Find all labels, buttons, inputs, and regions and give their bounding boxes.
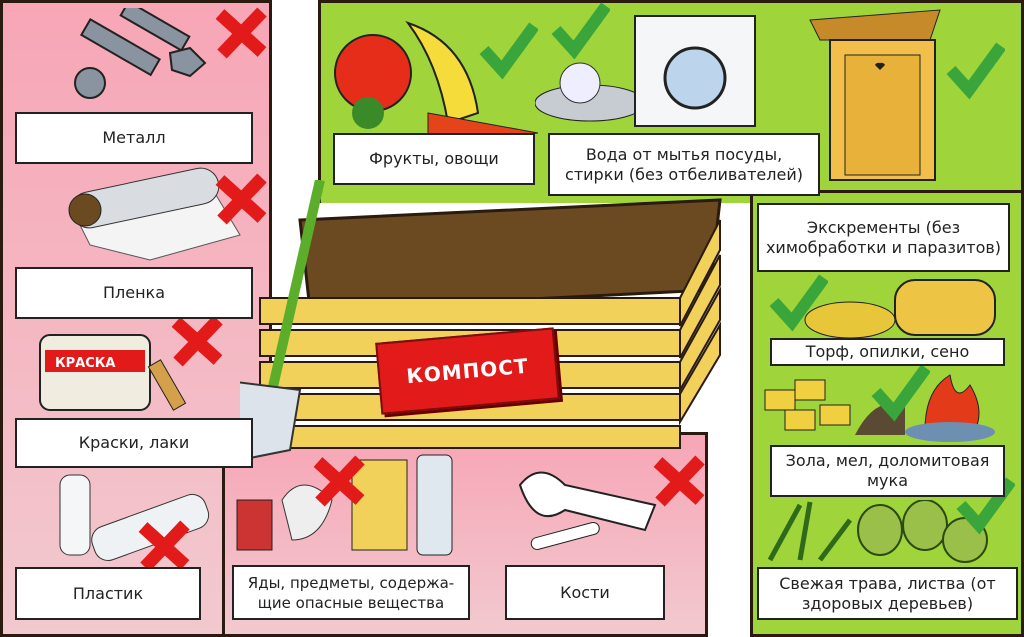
cross-icon xyxy=(215,7,267,59)
check-icon xyxy=(479,22,538,80)
chemicals-icon xyxy=(236,454,453,556)
ash-fire-icon xyxy=(764,374,995,442)
cross-icon xyxy=(171,315,223,367)
outhouse-icon xyxy=(809,9,941,181)
fruits-vegetables-icon xyxy=(334,21,538,138)
check-icon xyxy=(551,2,610,60)
label-water: Вода от мытья посуды, стирки (без отбели… xyxy=(548,133,820,196)
label-plastic: Пластик xyxy=(15,567,201,620)
label-metal: Металл xyxy=(15,112,253,164)
washing-machine-icon xyxy=(535,15,756,127)
label-bones: Кости xyxy=(505,565,665,620)
paint-bucket-icon: КРАСКА xyxy=(39,334,187,411)
label-grass: Свежая трава, листва (от здоровых деревь… xyxy=(757,567,1018,620)
check-icon xyxy=(769,274,828,332)
svg-text:КРАСКА: КРАСКА xyxy=(55,356,115,371)
check-icon xyxy=(871,364,930,422)
label-fruits: Фрукты, овощи xyxy=(333,133,535,185)
label-film: Пленка xyxy=(15,267,253,319)
label-excrement: Экскременты (без химобработки и паразито… xyxy=(757,203,1010,272)
cross-icon xyxy=(138,520,190,572)
check-icon xyxy=(946,42,1005,100)
film-roll-icon xyxy=(68,167,241,261)
fish-bone-icon xyxy=(518,471,657,550)
cross-icon xyxy=(215,173,267,225)
label-poisons: Яды, предметы, содержа-щие опасные вещес… xyxy=(232,565,470,620)
cross-icon xyxy=(313,455,365,507)
compost-crate-icon xyxy=(240,180,722,460)
hay-bale-icon xyxy=(804,279,996,339)
bolts-nuts-icon xyxy=(74,8,207,99)
label-paints: Краски, лаки xyxy=(15,418,253,468)
label-ash: Зола, мел, доломитовая мука xyxy=(770,445,1005,497)
cross-icon xyxy=(653,455,705,507)
label-peat: Торф, опилки, сено xyxy=(770,338,1005,366)
